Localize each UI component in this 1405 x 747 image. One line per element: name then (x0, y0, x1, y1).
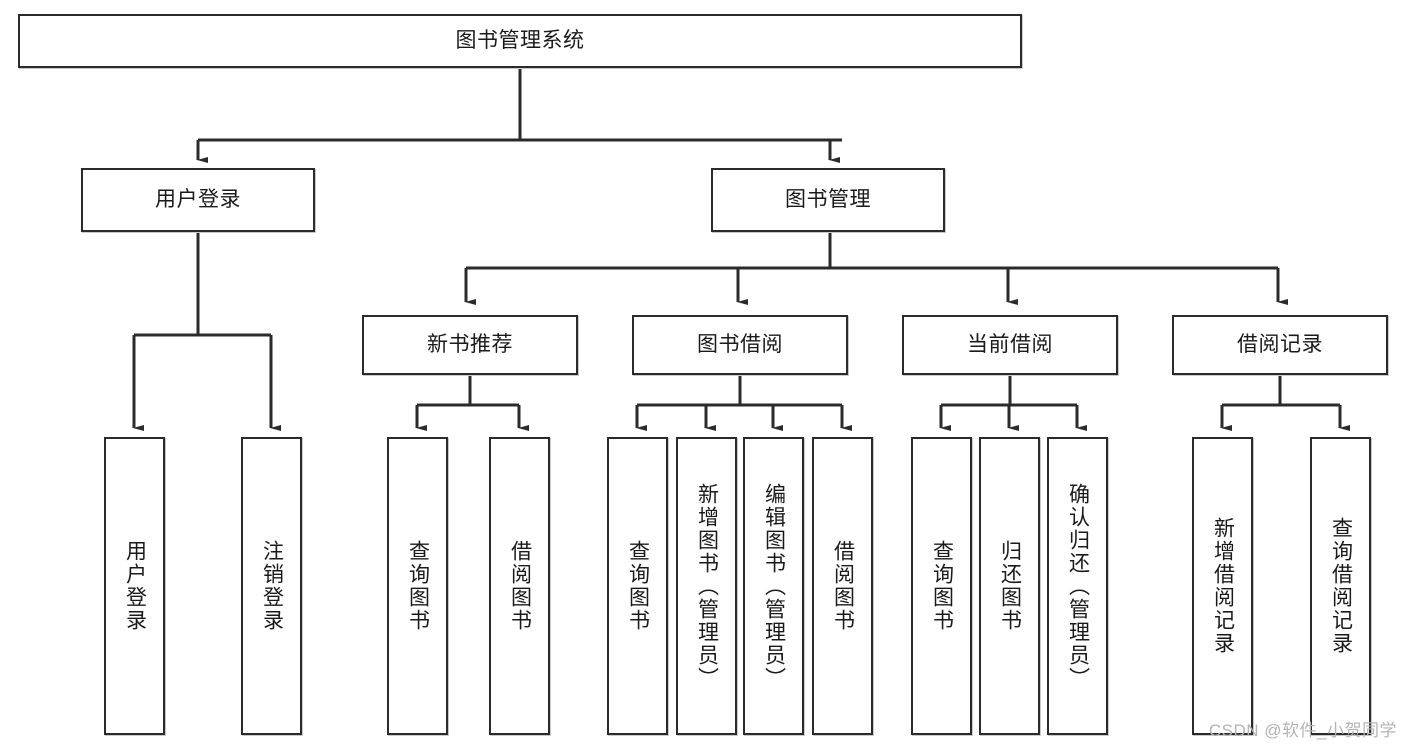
leaf-return-book[interactable]: 归还图书 (979, 437, 1040, 735)
leaf-query-book-recommend[interactable]: 查询图书 (387, 437, 448, 735)
node-label: 借阅图书 (508, 540, 532, 632)
node-current-borrow[interactable]: 当前借阅 (902, 315, 1118, 375)
node-label: 编辑图书（管理员） (762, 482, 786, 690)
node-label: 图书管理系统 (455, 28, 585, 52)
leaf-borrow-book-recommend[interactable]: 借阅图书 (489, 437, 550, 735)
node-label: 新增借阅记录 (1211, 517, 1235, 655)
node-label: 用户登录 (123, 540, 147, 632)
node-root-book-management-system[interactable]: 图书管理系统 (18, 14, 1022, 68)
node-label: 确认归还（管理员） (1066, 482, 1090, 690)
leaf-add-book-admin[interactable]: 新增图书（管理员） (676, 437, 737, 735)
node-label: 用户登录 (155, 187, 241, 211)
node-label: 查询借阅记录 (1329, 517, 1353, 655)
node-label: 新增图书（管理员） (695, 482, 719, 690)
node-label: 图书借阅 (697, 332, 783, 356)
node-label: 当前借阅 (967, 332, 1053, 356)
node-label: 新书推荐 (427, 332, 513, 356)
node-borrow-record[interactable]: 借阅记录 (1172, 315, 1388, 375)
node-label: 注销登录 (260, 540, 284, 632)
node-label: 查询图书 (930, 540, 954, 632)
leaf-logout[interactable]: 注销登录 (241, 437, 302, 735)
node-label: 图书管理 (785, 187, 871, 211)
leaf-add-borrow-record[interactable]: 新增借阅记录 (1192, 437, 1253, 735)
leaf-confirm-return-admin[interactable]: 确认归还（管理员） (1047, 437, 1108, 735)
leaf-query-borrow-record[interactable]: 查询借阅记录 (1310, 437, 1371, 735)
leaf-edit-book-admin[interactable]: 编辑图书（管理员） (743, 437, 804, 735)
leaf-query-book-current[interactable]: 查询图书 (911, 437, 972, 735)
node-label: 归还图书 (998, 540, 1022, 632)
node-book-management[interactable]: 图书管理 (711, 168, 945, 232)
leaf-borrow-book[interactable]: 借阅图书 (812, 437, 873, 735)
node-label: 借阅图书 (831, 540, 855, 632)
node-label: 借阅记录 (1237, 332, 1323, 356)
node-book-borrow[interactable]: 图书借阅 (632, 315, 848, 375)
node-new-book-recommend[interactable]: 新书推荐 (362, 315, 578, 375)
watermark-text: CSDN @软件_小贺同学 (1208, 721, 1397, 740)
leaf-user-login[interactable]: 用户登录 (104, 437, 165, 735)
leaf-query-book-borrow[interactable]: 查询图书 (607, 437, 668, 735)
node-user-login[interactable]: 用户登录 (81, 168, 315, 232)
node-label: 查询图书 (626, 540, 650, 632)
node-label: 查询图书 (406, 540, 430, 632)
